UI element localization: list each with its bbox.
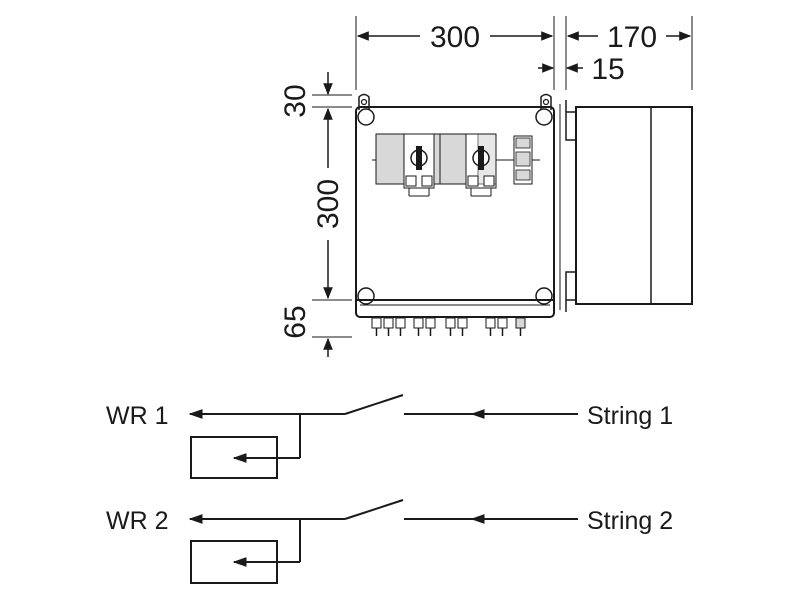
corner-screw <box>357 287 375 305</box>
schematic-row-2: WR 2 String 2 <box>106 499 673 584</box>
disconnect-switch-2 <box>439 133 497 197</box>
dimension-bottom-margin-label: 65 <box>279 305 312 338</box>
dimension-lines <box>312 16 693 357</box>
switch-blade <box>344 394 404 415</box>
cable-connector <box>485 317 496 329</box>
output-label: WR 2 <box>106 507 169 535</box>
cable-connector <box>395 317 406 329</box>
enclosure-front-view <box>355 93 555 336</box>
inverter-box <box>190 436 278 479</box>
mounting-lug-top-right <box>540 93 552 110</box>
terminal-block <box>513 135 533 185</box>
dimension-height-label: 300 <box>312 179 345 229</box>
cable-connector <box>445 317 456 329</box>
dimension-offset-label: 15 <box>591 53 624 86</box>
cable-connector <box>383 317 394 329</box>
corner-screw <box>535 287 553 305</box>
enclosure-side-view <box>559 100 693 312</box>
input-label: String 2 <box>587 507 673 535</box>
cable-connector <box>497 317 508 329</box>
switch-blade <box>344 499 404 520</box>
schematic-row-1: WR 1 String 1 <box>106 394 673 479</box>
dimension-width-label: 300 <box>430 21 480 54</box>
corner-screw <box>357 108 375 126</box>
inverter-box <box>190 540 278 584</box>
mounting-lug-top-left <box>358 93 370 110</box>
cable-connector <box>457 317 468 329</box>
dimension-depth-label: 170 <box>607 21 657 54</box>
output-label: WR 1 <box>106 402 169 430</box>
cable-connectors <box>371 317 526 336</box>
input-label: String 1 <box>587 402 673 430</box>
cable-connector <box>371 317 382 329</box>
corner-screw <box>535 108 553 126</box>
cable-connector <box>515 317 526 329</box>
dimension-top-margin-label: 30 <box>279 84 312 117</box>
cable-connector <box>413 317 424 329</box>
cable-connector <box>425 317 436 329</box>
